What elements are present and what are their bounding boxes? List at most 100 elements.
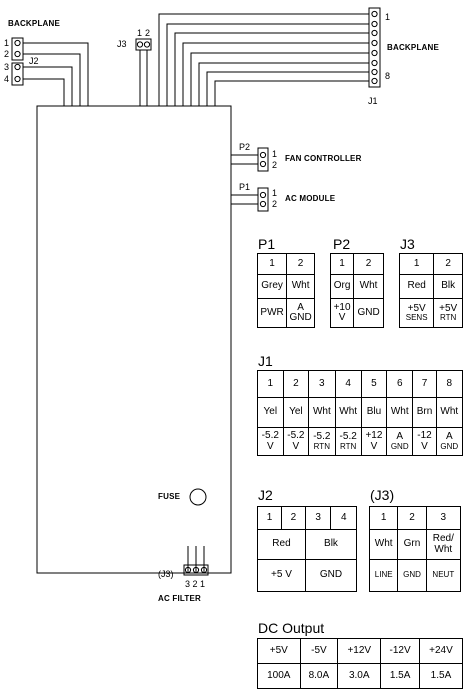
j3-connector [135, 38, 152, 51]
j1-color-cell: Wht [334, 397, 362, 428]
dc-current-cell: 3.0A [337, 663, 382, 689]
j1-color-cell: Yel [257, 397, 284, 428]
j1-connector [368, 7, 381, 88]
ac-pin-1: 1 [272, 188, 278, 198]
j3ac-color-cell: Grn [397, 529, 427, 560]
j1-label: J1 [368, 96, 378, 106]
p1-color-cell: Wht [286, 274, 315, 299]
dc-output-title: DC Output [258, 620, 325, 636]
j3ac-color-cell: Wht [368, 529, 399, 560]
j2-pin-cell: 2 [280, 506, 306, 530]
j3ac-color-cell: Red/Wht [425, 529, 462, 560]
p1-function-cell: PWR [256, 298, 288, 328]
j3-pin-cell: 2 [433, 253, 463, 275]
p2-pin-cell: 1 [329, 253, 355, 275]
p1-label: P1 [239, 182, 251, 192]
backplane-left-connector-a [11, 37, 24, 61]
dc-voltage-cell: +5V [257, 638, 301, 664]
j1-table-title: J1 [258, 353, 273, 369]
j3ac-function-cell: NEUT [425, 559, 462, 592]
dc-voltage-cell: +12V [337, 638, 382, 664]
j1-color-cell: Wht [435, 397, 464, 428]
j3ac-pin-cell: 3 [425, 506, 462, 530]
j1-pin-cell: 1 [257, 370, 284, 398]
dc-current-cell: 1.5A [380, 663, 420, 689]
p2-connector [257, 147, 269, 172]
j2-function-cell: GND [304, 559, 358, 592]
dc-voltage-cell: -12V [380, 638, 420, 664]
j2-table: 1 2 3 4 Red Blk +5 V GND [257, 506, 358, 592]
dc-voltage-cell: -5V [299, 638, 339, 664]
ac-filter-label: AC FILTER [158, 594, 201, 603]
j3ac-pin-cell: 2 [397, 506, 427, 530]
p2-label: P2 [239, 142, 251, 152]
fan-controller-label: FAN CONTROLLER [285, 154, 362, 163]
j1-pin-cell: 3 [308, 370, 336, 398]
backplane-left-pin-1: 1 [4, 38, 10, 48]
j3ac-pin-cell: 1 [368, 506, 399, 530]
j3ac-table: 1 2 3 Wht Grn Red/Wht LINE GND NEUT [368, 506, 462, 592]
j3ac-function-cell: LINE [368, 559, 399, 592]
j3-color-cell: Red [398, 274, 435, 299]
j3-label: J3 [117, 39, 127, 49]
fuse-label: FUSE [158, 492, 181, 501]
backplane-left-label: BACKPLANE [8, 19, 61, 28]
p2-function-cell: GND [353, 298, 384, 328]
j3-pin-1: 1 [137, 28, 143, 38]
p1-color-cell: Grey [256, 274, 288, 299]
j1-color-cell: Yel [282, 397, 310, 428]
backplane-left-pin-2: 2 [4, 49, 10, 59]
j1-pin-cell: 4 [334, 370, 362, 398]
j1-pin-cell: 2 [282, 370, 310, 398]
p1-pin-cell: 1 [256, 253, 288, 275]
j3ac-function-cell: GND [397, 559, 427, 592]
backplane-left-pin-4: 4 [4, 74, 10, 84]
j2-color-cell: Red [257, 529, 306, 560]
dc-current-cell: 8.0A [299, 663, 339, 689]
j1-pin-cell: 7 [412, 370, 437, 398]
j1-pin-cell: 5 [360, 370, 388, 398]
dc-current-cell: 1.5A [418, 663, 464, 689]
backplane-right-label: BACKPLANE [387, 43, 440, 52]
j1-pin-first: 1 [385, 12, 391, 22]
j2-color-cell: Blk [304, 529, 358, 560]
j1-pin-last: 8 [385, 71, 391, 81]
ac-j3-label: (J3) [158, 569, 174, 579]
j2-pin-cell: 3 [304, 506, 332, 530]
fan-pin-1: 1 [272, 149, 278, 159]
p2-color-cell: Org [329, 274, 355, 299]
ac-j3-pins: 3 2 1 [185, 579, 206, 589]
j1-color-cell: Wht [308, 397, 336, 428]
p2-color-cell: Wht [353, 274, 384, 299]
power-supply-body [36, 105, 232, 574]
dc-output-table: +5V -5V +12V -12V +24V 100A 8.0A 3.0A 1.… [257, 638, 464, 689]
j3-pin-2: 2 [145, 28, 151, 38]
fan-pin-2: 2 [272, 160, 278, 170]
p2-table-title: P2 [333, 236, 351, 252]
ac-module-label: AC MODULE [285, 194, 336, 203]
j2-function-cell: +5 V [257, 559, 306, 592]
p1-connector [257, 187, 269, 212]
j2-table-title: J2 [258, 487, 273, 503]
j1-pin-cell: 8 [435, 370, 464, 398]
j2-pin-cell: 1 [257, 506, 282, 530]
j1-color-cell: Blu [360, 397, 388, 428]
backplane-left-connector-b [11, 62, 24, 86]
j3-table-title: J3 [400, 236, 415, 252]
backplane-left-pin-3: 3 [4, 62, 10, 72]
p1-table-title: P1 [258, 236, 276, 252]
